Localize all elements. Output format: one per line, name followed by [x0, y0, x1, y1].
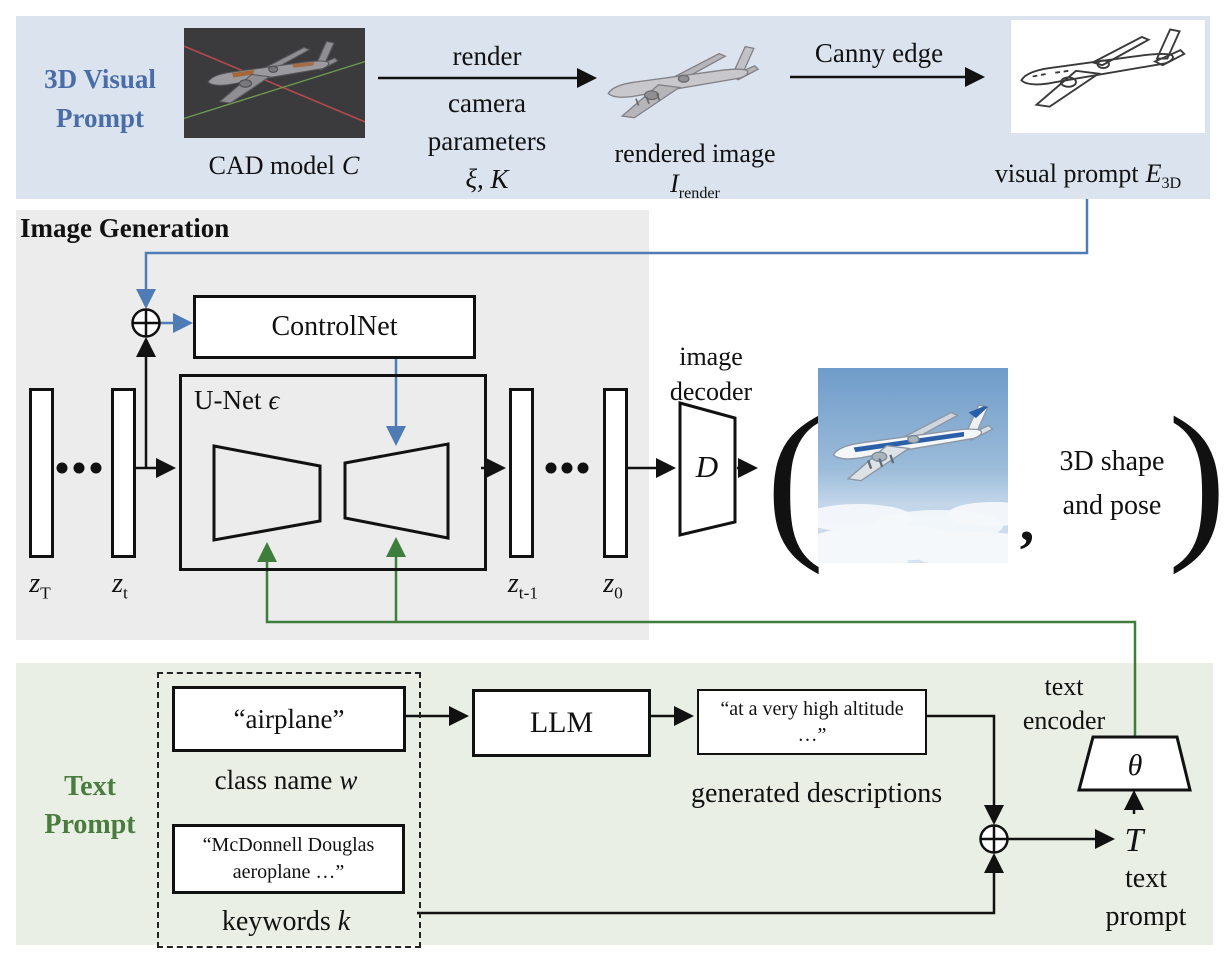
rendered-image-caption: rendered image Irender	[614, 139, 776, 203]
text-prompt-caption: text prompt	[1105, 863, 1187, 932]
class-name-box: “airplane”	[172, 686, 406, 752]
camera-parameters-label: camera parameters ξ, K	[427, 88, 547, 194]
text-prompt-symbol: T	[1124, 822, 1144, 859]
latent-label-z0: z0	[603, 568, 623, 603]
photo-airplane	[832, 404, 994, 482]
render-arrow-label: render	[452, 41, 522, 71]
axis-x-red	[184, 45, 365, 123]
output-3d-shape-label: 3D shape and pose	[1059, 446, 1165, 521]
rendered-airplane	[607, 45, 760, 119]
latent-label-zT: zT	[29, 568, 51, 603]
section-title-text-prompt: Text Prompt	[44, 771, 136, 840]
generated-descriptions-caption: generated descriptions	[691, 778, 943, 809]
latent-z0	[603, 388, 628, 558]
text-encoder-label: text encoder	[1022, 672, 1106, 735]
tuple-comma: ,	[1019, 488, 1035, 553]
latent-zT	[29, 388, 54, 558]
text-encoder-symbol: θ	[1127, 749, 1143, 782]
rendered-image	[598, 38, 778, 142]
section-title-3d-visual-prompt: 3D Visual Prompt	[44, 64, 156, 133]
latent-zt	[111, 388, 136, 558]
latent-label-zt1: zt-1	[507, 568, 539, 603]
image-decoder-label: image decoder	[669, 342, 753, 406]
paren-close: )	[1168, 381, 1226, 575]
cad-model-image	[184, 28, 365, 138]
axis-y-green	[184, 60, 365, 120]
canny-edge-label: Canny edge	[814, 38, 944, 68]
llm-box: LLM	[472, 689, 651, 757]
paren-open: (	[766, 381, 825, 575]
cad-airplane	[207, 40, 339, 104]
prompt-inputs-dashed-box	[157, 672, 421, 948]
latent-zt1	[509, 388, 534, 558]
sketch-airplane	[1020, 28, 1186, 108]
visual-prompt-sketch	[1011, 20, 1205, 133]
section-title-image-generation: Image Generation	[20, 213, 230, 243]
controlnet-box: ControlNet	[193, 295, 476, 359]
image-decoder-symbol: D	[695, 449, 719, 484]
photo-clouds	[818, 502, 1008, 563]
generated-description-box: “at a very high altitude …”	[697, 689, 927, 755]
latent-label-zt: zt	[112, 568, 128, 603]
generated-photo	[818, 368, 1008, 563]
keywords-box: “McDonnell Douglas aeroplane …”	[172, 824, 405, 894]
